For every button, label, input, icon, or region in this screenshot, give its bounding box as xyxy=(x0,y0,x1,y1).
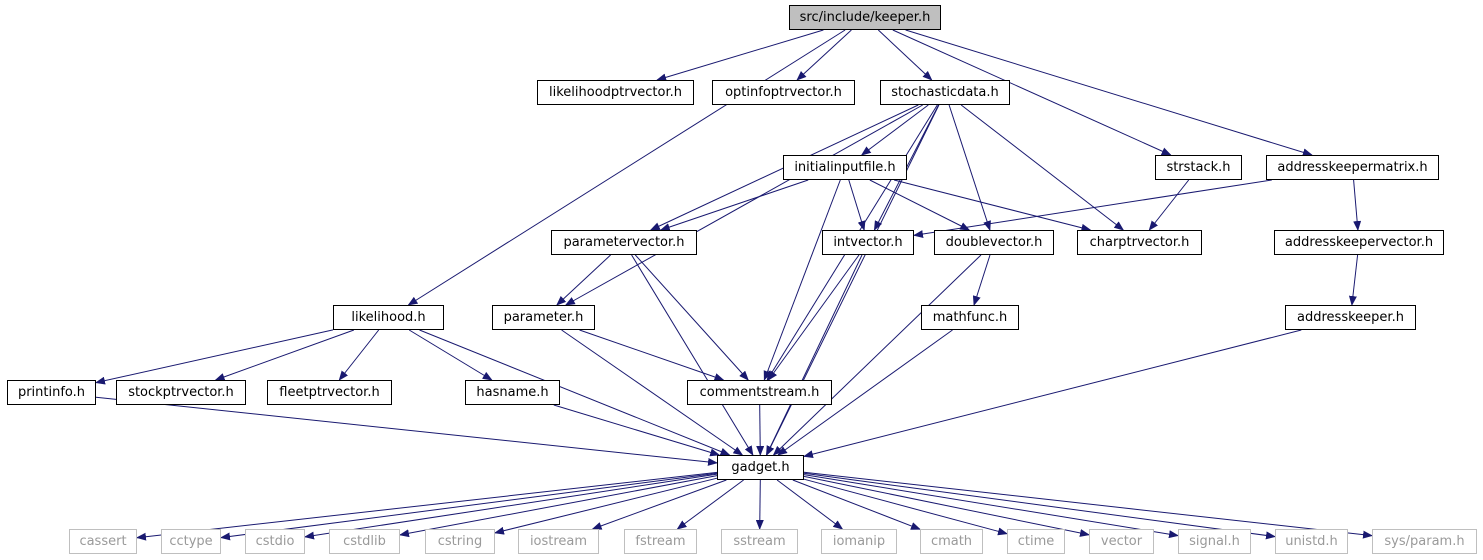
edge-gadget-to-sstream xyxy=(755,479,764,530)
edge-parametervector-to-parameter xyxy=(556,254,611,306)
node-cmath: cmath xyxy=(920,529,983,554)
edge-root-to-stochasticdata xyxy=(877,29,933,81)
node-fstream: fstream xyxy=(624,529,697,554)
edge-initialinputfile-to-intvector xyxy=(848,179,866,231)
edge-stochasticdata-to-charptrvector xyxy=(960,104,1125,231)
edge-root-to-optinfoptrvector xyxy=(796,29,852,81)
edge-initialinputfile-to-charptrvector xyxy=(893,179,1092,232)
node-hasname-h[interactable]: hasname.h xyxy=(465,380,560,405)
node-strstack-h[interactable]: strstack.h xyxy=(1155,155,1242,180)
edge-printinfo-to-gadget xyxy=(95,396,718,466)
node-keeper-h: src/include/keeper.h xyxy=(789,5,941,30)
node-sstream: sstream xyxy=(721,529,798,554)
node-cstdio: cstdio xyxy=(245,529,305,554)
node-addresskeeper-h[interactable]: addresskeeper.h xyxy=(1285,305,1416,330)
node-iomanip: iomanip xyxy=(821,529,897,554)
edge-hasname-to-gadget xyxy=(553,404,721,457)
node-mathfunc-h[interactable]: mathfunc.h xyxy=(921,305,1019,330)
edge-stochasticdata-to-doublevector xyxy=(948,104,991,231)
node-stockptrvector-h[interactable]: stockptrvector.h xyxy=(116,380,246,405)
edge-root-to-likelihoodptrvector xyxy=(656,29,824,82)
node-gadget-h[interactable]: gadget.h xyxy=(717,455,804,480)
edge-root-to-strstack xyxy=(892,29,1172,156)
edge-commentstream-to-gadget xyxy=(756,404,765,456)
node-likelihoodptrvector-h[interactable]: likelihoodptrvector.h xyxy=(537,80,694,105)
node-charptrvector-h[interactable]: charptrvector.h xyxy=(1077,230,1202,255)
node-cstring: cstring xyxy=(425,529,495,554)
edge-root-to-likelihood xyxy=(407,29,846,306)
node-likelihood-h[interactable]: likelihood.h xyxy=(333,305,444,330)
node-signal-h: signal.h xyxy=(1178,529,1251,554)
edge-parametervector-to-commentstream xyxy=(634,254,749,381)
edge-root-to-addresskeepermatrix xyxy=(905,29,1313,157)
edge-initialinputfile-to-doublevector xyxy=(869,179,971,231)
node-stochasticdata-h[interactable]: stochasticdata.h xyxy=(880,80,1010,105)
edge-stochasticdata-to-parameter xyxy=(564,104,923,306)
edge-parametervector-to-gadget xyxy=(631,254,754,456)
node-sys-param-h: sys/param.h xyxy=(1372,529,1477,554)
edge-gadget-to-iomanip xyxy=(776,479,844,530)
edge-gadget-to-cctype xyxy=(220,472,718,541)
node-intvector-h[interactable]: intvector.h xyxy=(822,230,914,255)
edge-gadget-to-cstdlib xyxy=(399,475,718,538)
node-optinfoptrvector-h[interactable]: optinfoptrvector.h xyxy=(712,80,855,105)
node-ctime: ctime xyxy=(1007,529,1065,554)
edge-gadget-to-signal xyxy=(803,474,1179,539)
edge-gadget-to-unistd xyxy=(803,472,1276,540)
edge-gadget-to-cmath xyxy=(792,479,921,530)
edge-parameter-to-gadget xyxy=(561,329,744,456)
edge-initialinputfile-to-commentstream xyxy=(763,179,841,381)
edge-gadget-to-cstring xyxy=(494,477,718,535)
edge-stochasticdata-to-initialinputfile xyxy=(860,104,929,156)
edge-mathfunc-to-gadget xyxy=(777,329,953,456)
node-commentstream-h[interactable]: commentstream.h xyxy=(687,380,832,405)
node-addresskeepermatrix-h[interactable]: addresskeepermatrix.h xyxy=(1266,155,1439,180)
edge-likelihood-to-printinfo xyxy=(95,329,334,385)
edge-addresskeeper-to-gadget xyxy=(803,329,1302,459)
edge-likelihood-to-fleetptrvector xyxy=(338,329,380,381)
node-parameter-h[interactable]: parameter.h xyxy=(492,305,595,330)
edge-gadget-to-cassert xyxy=(136,471,718,541)
node-initialinputfile-h[interactable]: initialinputfile.h xyxy=(783,155,907,180)
edge-parameter-to-commentstream xyxy=(579,329,725,381)
edge-doublevector-to-mathfunc xyxy=(972,254,991,306)
node-cstdlib: cstdlib xyxy=(329,529,400,554)
edge-addresskeepermatrix-to-addresskeepervector xyxy=(1353,179,1362,231)
edge-likelihood-to-gadget xyxy=(419,329,731,456)
node-addresskeepervector-h[interactable]: addresskeepervector.h xyxy=(1274,230,1444,255)
edge-doublevector-to-gadget xyxy=(772,254,982,456)
edge-gadget-to-cstdio xyxy=(304,473,718,540)
edge-gadget-to-fstream xyxy=(676,479,744,530)
node-fleetptrvector-h[interactable]: fleetptrvector.h xyxy=(267,380,392,405)
node-cassert: cassert xyxy=(69,529,137,554)
node-vector: vector xyxy=(1089,529,1154,554)
node-unistd-h: unistd.h xyxy=(1275,529,1348,554)
node-cctype: cctype xyxy=(161,529,221,554)
node-parametervector-h[interactable]: parametervector.h xyxy=(551,230,697,255)
edge-gadget-to-iostream xyxy=(591,479,727,530)
edge-addresskeepermatrix-to-intvector xyxy=(913,179,1272,238)
edge-addresskeepervector-to-addresskeeper xyxy=(1348,254,1359,306)
edge-gadget-to-ctime xyxy=(803,478,1008,536)
edge-likelihood-to-stockptrvector xyxy=(214,329,355,381)
edge-gadget-to-vector xyxy=(803,475,1090,537)
edge-likelihood-to-hasname xyxy=(408,329,493,381)
edge-intvector-to-commentstream xyxy=(767,254,860,381)
node-iostream: iostream xyxy=(518,529,599,554)
node-doublevector-h[interactable]: doublevector.h xyxy=(934,230,1054,255)
edge-intvector-to-gadget xyxy=(766,254,863,456)
edge-initialinputfile-to-parametervector xyxy=(659,179,809,231)
edge-gadget-to-sysparam xyxy=(803,471,1373,539)
node-printinfo-h[interactable]: printinfo.h xyxy=(7,380,96,405)
edge-strstack-to-charptrvector xyxy=(1148,179,1190,231)
